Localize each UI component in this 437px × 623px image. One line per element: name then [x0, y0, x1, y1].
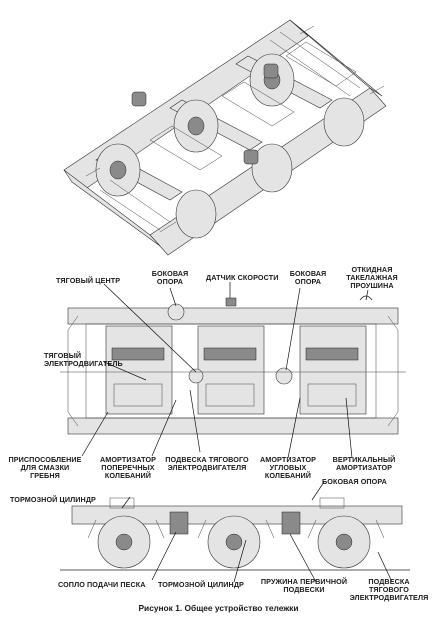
figure-caption: Рисунок 1. Общее устройство тележки: [138, 603, 299, 613]
side-view: [60, 497, 410, 571]
label-brake-cylinder-bottom: ТОРМОЗНОЙ ЦИЛИНДР: [158, 580, 244, 589]
label-lifting-eye: ОТКИДНАЯ ТАКЕЛАЖНАЯ ПРОУШИНА: [346, 265, 398, 291]
label-vertical-damper: ВЕРТИКАЛЬНЫЙ АМОРТИЗАТОР: [332, 455, 396, 473]
label-side-support-left: БОКОВАЯ ОПОРА: [151, 269, 189, 287]
label-motor-suspension-side: ПОДВЕСКА ТЯГОВОГО ЭЛЕКТРОДВИГАТЕЛЯ: [349, 577, 429, 603]
label-side-support-right: БОКОВАЯ ОПОРА: [289, 269, 327, 287]
label-lateral-damper: АМОРТИЗАТОР ПОПЕРЕЧНЫХ КОЛЕБАНИЙ: [99, 455, 157, 481]
label-traction-motor: ТЯГОВЫЙ ЭЛЕКТРОДВИГАТЕЛЬ: [44, 351, 123, 369]
isometric-bogie-view: [63, 19, 387, 256]
leader-lines: [81, 282, 393, 583]
label-side-support-side: БОКОВАЯ ОПОРА: [322, 477, 387, 486]
label-speed-sensor: ДАТЧИК СКОРОСТИ: [206, 273, 279, 282]
label-sand-nozzle: СОПЛО ПОДАЧИ ПЕСКА: [58, 580, 146, 589]
label-traction-center: ТЯГОВЫЙ ЦЕНТР: [56, 276, 121, 285]
label-motor-suspension-plan: ПОДВЕСКА ТЯГОВОГО ЭЛЕКТРОДВИГАТЕЛЯ: [165, 455, 249, 473]
plan-view: [60, 295, 406, 435]
label-yaw-damper: АМОРТИЗАТОР УГЛОВЫХ КОЛЕБАНИЙ: [259, 455, 317, 481]
label-flange-lubrication: ПРИСПОСОБЛЕНИЕ ДЛЯ СМАЗКИ ГРЕБНЯ: [8, 455, 82, 481]
label-brake-cylinder-top: ТОРМОЗНОЙ ЦИЛИНДР: [10, 495, 96, 504]
label-primary-spring: ПРУЖИНА ПЕРВИЧНОЙ ПОДВЕСКИ: [260, 577, 348, 595]
